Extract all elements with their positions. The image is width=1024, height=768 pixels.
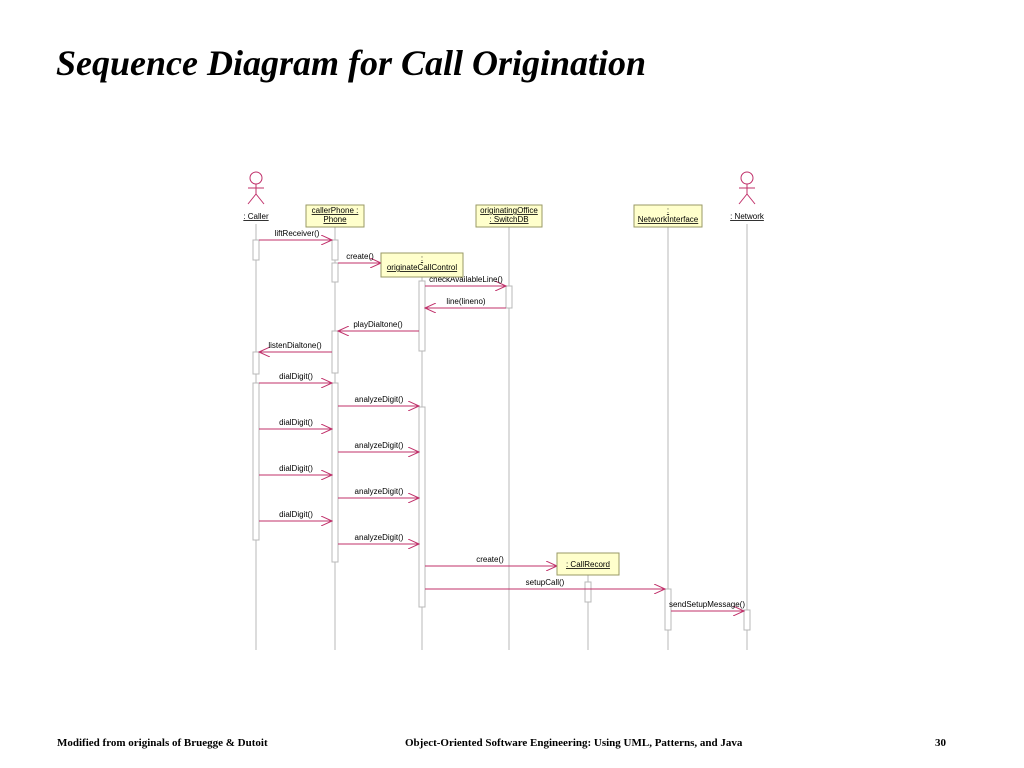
message-label: listenDialtone() <box>268 341 322 350</box>
activation-bar <box>331 262 339 283</box>
object-label: : <box>667 206 669 215</box>
message-label: analyzeDigit() <box>355 533 404 542</box>
activation-bar <box>331 330 339 374</box>
object-label: : CallRecord <box>566 560 610 569</box>
slide-title: Sequence Diagram for Call Origination <box>56 43 647 83</box>
object-box <box>475 204 543 228</box>
participant-callrecord: : CallRecord <box>556 552 620 576</box>
participant-control: :originateCallControl <box>380 252 464 278</box>
actor-leg <box>255 193 265 205</box>
participant-switchdb: originatingOffice: SwitchDB <box>475 204 543 228</box>
object-box <box>380 252 464 278</box>
message-label: create() <box>346 252 374 261</box>
message-label: dialDigit() <box>279 464 313 473</box>
participant-caller: : Caller <box>243 171 269 221</box>
actor-leg <box>746 193 756 205</box>
activation-bar <box>252 239 260 261</box>
activation-bar <box>664 588 672 631</box>
message-label: dialDigit() <box>279 510 313 519</box>
message-label: create() <box>476 555 504 564</box>
actor-head <box>740 171 754 185</box>
activation-bar <box>584 581 592 603</box>
object-box <box>633 204 703 228</box>
object-label: NetworkInterface <box>638 215 699 224</box>
actor-label: : Network <box>730 212 765 221</box>
message-label: dialDigit() <box>279 372 313 381</box>
object-label: : <box>421 254 423 263</box>
footer-book-title: Object-Oriented Software Engineering: Us… <box>405 737 743 749</box>
activation-bar <box>331 239 339 261</box>
activation-bar <box>505 285 513 309</box>
footer-credit: Modified from originals of Bruegge & Dut… <box>57 737 268 749</box>
message-label: setupCall() <box>526 578 565 587</box>
message-label: analyzeDigit() <box>355 441 404 450</box>
activation-bar <box>418 280 426 352</box>
actor-label: : Caller <box>243 212 269 221</box>
activation-bar <box>418 406 426 608</box>
participant-netif: :NetworkInterface <box>633 204 703 228</box>
actor-leg <box>738 193 748 205</box>
page-number: 30 <box>935 737 946 749</box>
object-label: originatingOffice <box>480 206 538 215</box>
object-label: originateCallControl <box>387 263 457 272</box>
object-label: callerPhone : <box>312 206 359 215</box>
object-box <box>556 552 620 576</box>
activation-bar <box>252 351 260 375</box>
participant-phone: callerPhone :Phone <box>305 204 365 228</box>
object-label: : SwitchDB <box>489 215 528 224</box>
actor-leg <box>247 193 257 205</box>
message-label: analyzeDigit() <box>355 395 404 404</box>
activation-bar <box>743 609 751 631</box>
activation-bar <box>252 382 260 541</box>
message-label: sendSetupMessage() <box>669 600 745 609</box>
message-label: line(lineno) <box>446 297 485 306</box>
message-label: dialDigit() <box>279 418 313 427</box>
activation-bar <box>331 382 339 563</box>
object-label: Phone <box>323 215 347 224</box>
actor-head <box>249 171 263 185</box>
object-box <box>305 204 365 228</box>
message-label: liftReceiver() <box>275 229 320 238</box>
message-label: analyzeDigit() <box>355 487 404 496</box>
message-label: checkAvailableLine() <box>429 275 503 284</box>
message-label: playDialtone() <box>353 320 403 329</box>
participant-network: : Network <box>730 171 765 221</box>
